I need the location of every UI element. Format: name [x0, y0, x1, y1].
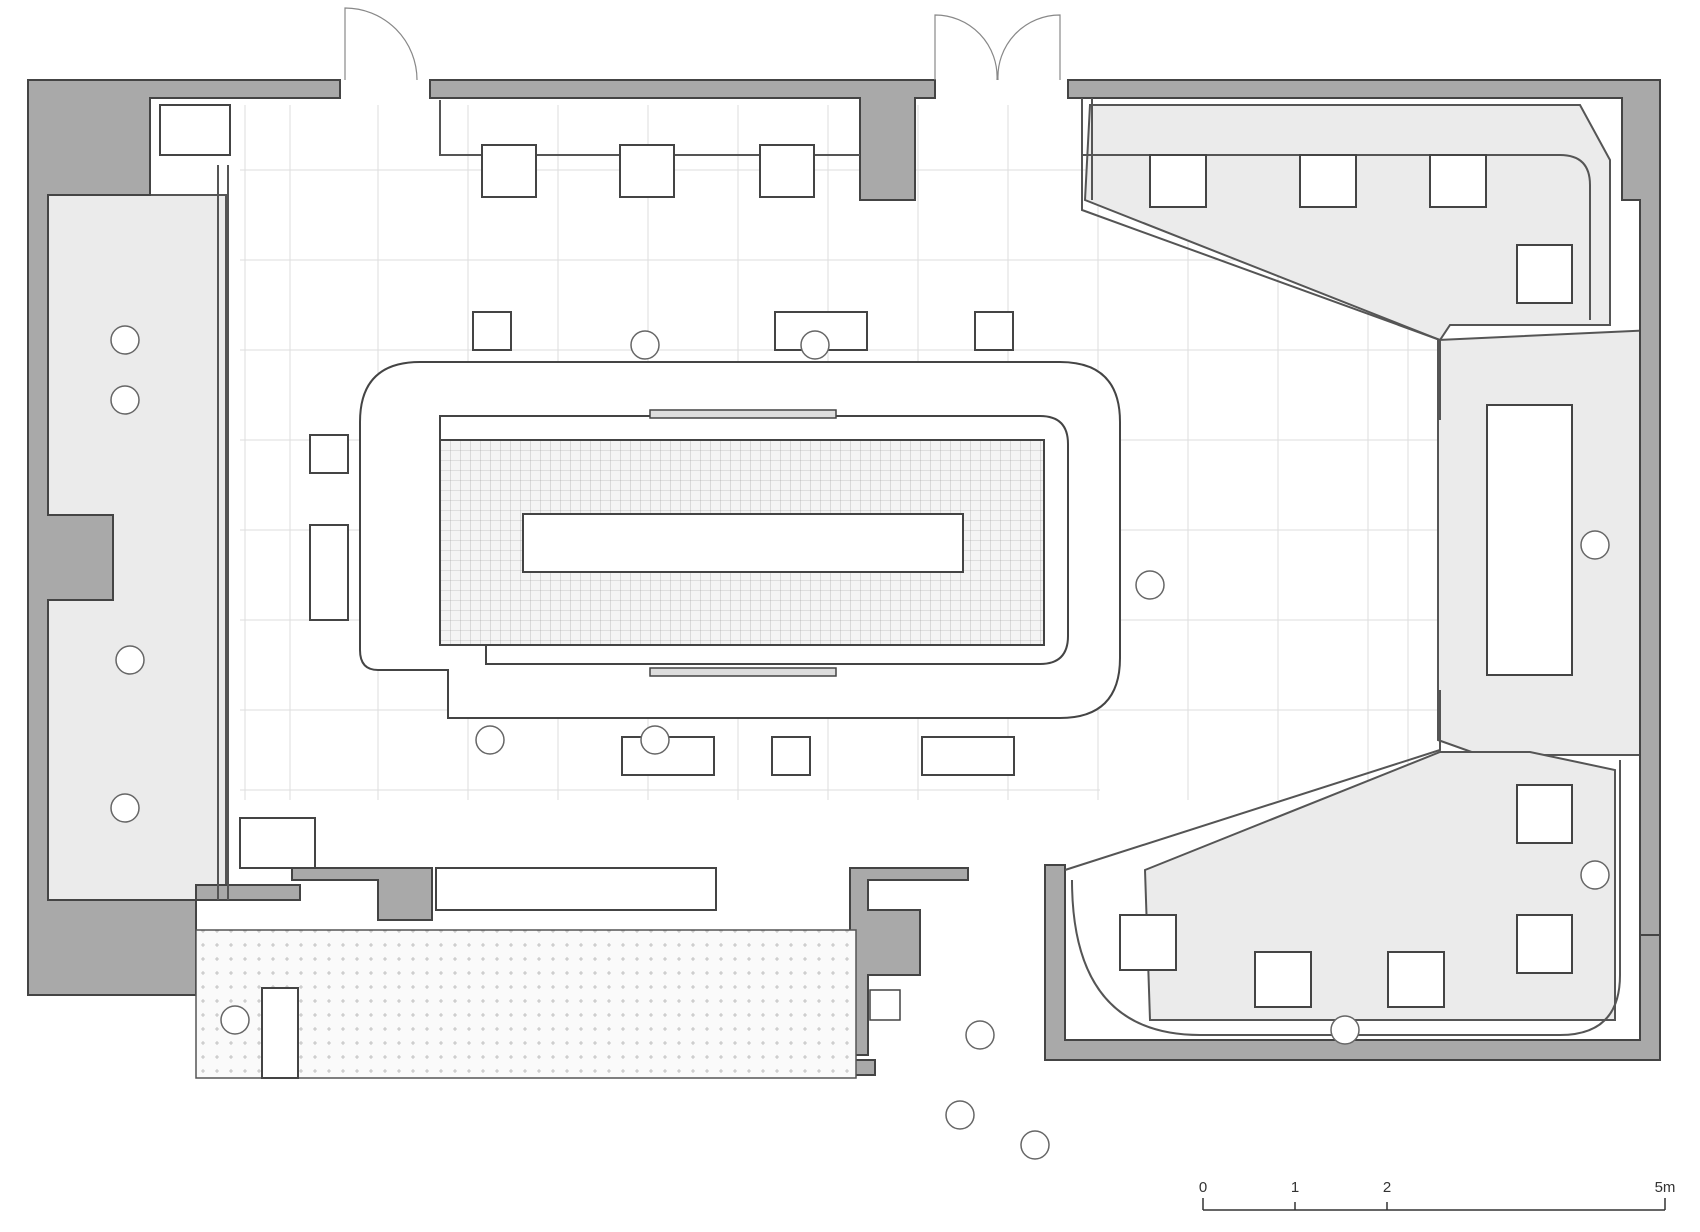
scale-tick-1: 1: [1291, 1179, 1299, 1196]
stool: [472, 311, 512, 351]
central-bar: [359, 361, 1121, 719]
back-counter: [522, 513, 964, 573]
stool: [771, 736, 811, 776]
person: [1020, 1130, 1050, 1160]
seat: [1516, 784, 1573, 844]
wall-left: [27, 79, 341, 996]
person: [110, 793, 140, 823]
lower-right-seats: [1119, 784, 1573, 1008]
wall-center-pillar: [849, 867, 969, 1056]
counter-fixture-bottom: [649, 667, 837, 677]
upper-counter-top: [439, 100, 860, 156]
upper-right-seats: [1149, 154, 1573, 676]
person: [1580, 530, 1610, 560]
person: [945, 1100, 975, 1130]
stool: [774, 311, 868, 351]
stool: [309, 524, 349, 621]
scale-tick-2: 2: [1383, 1179, 1391, 1196]
lower-right-partition: [1064, 690, 1441, 871]
person: [1135, 570, 1165, 600]
person: [220, 1005, 250, 1035]
person: [110, 385, 140, 415]
person: [640, 725, 670, 755]
stool: [481, 144, 537, 198]
lower-room-bench: [1071, 760, 1621, 1036]
seat: [1429, 154, 1487, 208]
stool: [309, 434, 349, 474]
person: [965, 1020, 995, 1050]
person: [475, 725, 505, 755]
person: [115, 645, 145, 675]
seat: [1299, 154, 1357, 208]
stool: [619, 144, 675, 198]
scale-tick-0: 0: [1199, 1179, 1207, 1196]
person: [110, 325, 140, 355]
left-partition: [217, 165, 229, 900]
scale-tick-5m: 5m: [1655, 1179, 1676, 1196]
scale-bar-line: [1202, 1198, 1666, 1211]
entry-door-left: [344, 7, 418, 81]
sink: [869, 989, 901, 1021]
upper-room-bench: [1082, 154, 1591, 320]
people: [110, 325, 1610, 1160]
seat: [1149, 154, 1207, 208]
wall-kitchen-stub: [291, 867, 433, 921]
side-unit: [239, 817, 316, 869]
service-counter: [261, 987, 299, 1079]
wall-top-right: [1067, 79, 1661, 936]
person: [1330, 1015, 1360, 1045]
person: [800, 330, 830, 360]
stool: [759, 144, 815, 198]
bar-stools: [309, 311, 1015, 776]
seat: [1486, 404, 1573, 676]
service-area: [195, 817, 901, 1079]
wall-top-mid: [429, 79, 936, 201]
person: [630, 330, 660, 360]
seat: [1516, 244, 1573, 304]
stool: [974, 311, 1014, 351]
prep-counter: [435, 867, 717, 911]
seat: [1254, 951, 1312, 1008]
person: [1580, 860, 1610, 890]
seat: [1387, 951, 1445, 1008]
seat: [1516, 914, 1573, 974]
top-counter-stools: [159, 104, 815, 198]
upper-right-room-paving: [1083, 104, 1611, 342]
stool: [921, 736, 1015, 776]
storage-box: [159, 104, 231, 156]
service-floor: [195, 929, 857, 1079]
seat: [1119, 914, 1177, 971]
scale-bar: 0 1 2 5m: [1199, 1179, 1676, 1211]
counter-fixture-top: [649, 409, 837, 419]
wall-bottom-right: [1044, 864, 1661, 1061]
partitions: [217, 98, 1621, 1036]
doors: [344, 7, 1061, 81]
entry-door-right: [934, 14, 1061, 81]
